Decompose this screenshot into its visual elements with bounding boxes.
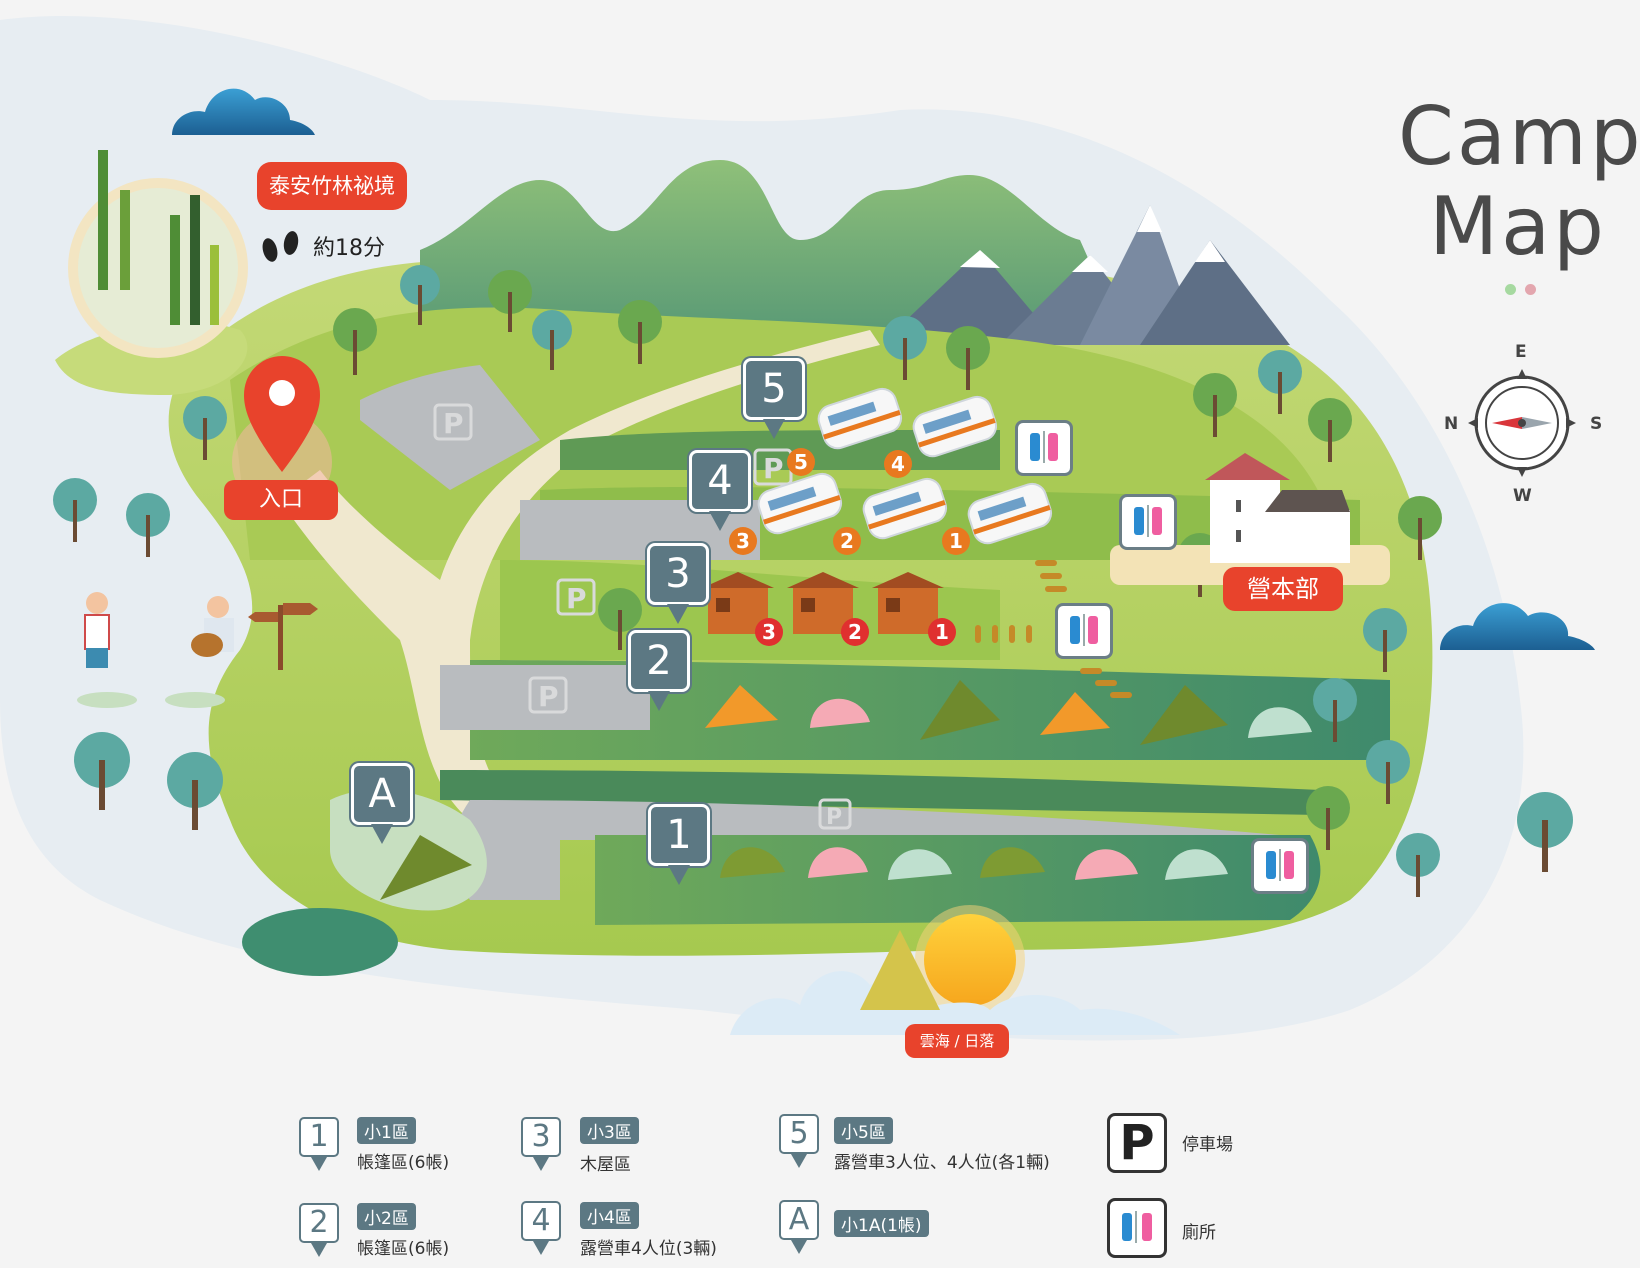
compass-icon xyxy=(1468,369,1576,477)
zone-pin-3[interactable]: 3 xyxy=(647,543,709,624)
legend-pin-1: 1 xyxy=(299,1117,339,1171)
toilet-icon[interactable] xyxy=(1251,838,1309,894)
legend-desc-5: 露營車3人位、4人位(各1輛) xyxy=(834,1153,1050,1173)
caravan-number: 1 xyxy=(942,527,970,555)
legend-toilet-icon xyxy=(1107,1198,1167,1258)
walk-time-label: 約18分 xyxy=(313,236,385,261)
mountain-icon xyxy=(880,205,1290,345)
legend-pin-2: 2 xyxy=(299,1203,339,1257)
compass-north: N xyxy=(1444,414,1459,434)
legend-desc-4: 露營車4人位(3輛) xyxy=(580,1239,717,1259)
legend-tag-1: 小1區 xyxy=(357,1117,416,1144)
stepping-stones xyxy=(975,560,1132,698)
cabin-number: 3 xyxy=(755,618,783,646)
parking-icon xyxy=(433,403,852,830)
caravan-number: 3 xyxy=(729,527,757,555)
legend-desc-1: 帳篷區(6帳) xyxy=(357,1153,450,1173)
caravan-icon xyxy=(757,387,1053,545)
compass-west: W xyxy=(1513,486,1532,506)
legend-tag-5: 小5區 xyxy=(834,1117,893,1144)
main-road xyxy=(280,330,880,820)
legend-tag-2: 小2區 xyxy=(357,1203,416,1230)
parking-lot-upper xyxy=(360,365,540,490)
bamboo-forest-illustration xyxy=(55,150,248,395)
legend-desc-2: 帳篷區(6帳) xyxy=(357,1239,450,1259)
legend-parking-label: 停車場 xyxy=(1182,1135,1233,1155)
caravan-number: 4 xyxy=(884,450,912,478)
zone-pin-a[interactable]: A xyxy=(351,763,413,844)
footprints-icon xyxy=(262,231,299,262)
legend-toilet-label: 廁所 xyxy=(1182,1223,1216,1243)
sunset-label: 雲海 / 日落 xyxy=(905,1024,1009,1058)
svg-text:P: P xyxy=(763,452,784,485)
camper-people-illustration xyxy=(77,592,234,708)
legend-tag-4: 小4區 xyxy=(580,1202,639,1229)
legend-tag-3: 小3區 xyxy=(580,1117,639,1144)
sunset-mountain xyxy=(860,930,940,1010)
map-title: Camp Map xyxy=(1398,90,1640,273)
caravan-number: 2 xyxy=(833,527,861,555)
terrace-1 xyxy=(595,835,1321,925)
legend-pin-4: 4 xyxy=(521,1201,561,1255)
zone-pin-2[interactable]: 2 xyxy=(628,630,690,711)
title-dot xyxy=(1525,284,1536,295)
legend-pin-a: A xyxy=(779,1200,819,1254)
sunset-clouds xyxy=(730,971,1180,1035)
zone-pin-5[interactable]: 5 xyxy=(743,358,805,439)
toilet-icon[interactable] xyxy=(1119,494,1177,550)
tent-icon xyxy=(380,835,1228,900)
svg-text:P: P xyxy=(566,582,587,615)
compass-east: E xyxy=(1515,342,1527,362)
headquarters-label: 營本部 xyxy=(1223,567,1343,611)
compass-south: S xyxy=(1590,414,1603,434)
entrance-label: 入口 xyxy=(224,480,338,520)
tree-icon xyxy=(53,265,1573,897)
cabin-icon xyxy=(702,572,944,634)
legend-pin-5: 5 xyxy=(779,1114,819,1168)
zone-pin-1[interactable]: 1 xyxy=(648,804,710,885)
zone-pin-4[interactable]: 4 xyxy=(689,450,751,531)
legend-pin-3: 3 xyxy=(521,1117,561,1171)
toilet-icon[interactable] xyxy=(1015,420,1073,476)
cabin-number: 1 xyxy=(928,618,956,646)
legend-tag-a: 小1A(1帳) xyxy=(834,1210,929,1237)
svg-text:P: P xyxy=(538,680,559,713)
cabin-number: 2 xyxy=(841,618,869,646)
title-line-2: Map xyxy=(1429,180,1607,273)
signpost-icon xyxy=(248,603,318,670)
svg-text:P: P xyxy=(826,805,842,830)
bush xyxy=(242,908,398,976)
sun-icon xyxy=(915,905,1025,1015)
toilet-icon[interactable] xyxy=(1055,603,1113,659)
title-line-1: Camp xyxy=(1398,90,1640,183)
bamboo-forest-label: 泰安竹林祕境 xyxy=(257,162,407,210)
title-dot xyxy=(1505,284,1516,295)
title-dots xyxy=(1505,280,1536,299)
svg-text:P: P xyxy=(443,407,464,440)
legend-desc-3: 木屋區 xyxy=(580,1155,631,1175)
caravan-number: 5 xyxy=(787,448,815,476)
legend-parking-icon: P xyxy=(1107,1113,1167,1173)
cloud-icon xyxy=(172,88,1595,650)
road-strip-2 xyxy=(440,665,650,730)
tent-icon xyxy=(705,680,1312,745)
